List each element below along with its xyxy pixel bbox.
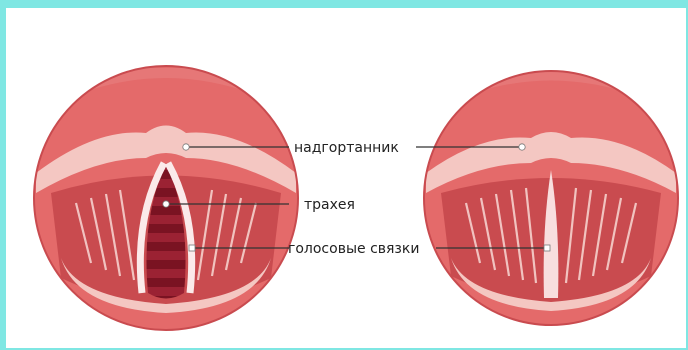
larynx-closed-view: [424, 68, 678, 325]
larynx-diagram: надгортанник трахея голосовые связки: [6, 8, 686, 348]
marker-vocal-cords-right: [544, 245, 550, 251]
label-trachea: трахея: [304, 197, 355, 213]
label-epiglottis: надгортанник: [294, 140, 399, 156]
diagram-frame: надгортанник трахея голосовые связки: [6, 8, 686, 348]
marker-trachea: [163, 201, 169, 207]
label-vocal-cords: голосовые связки: [288, 241, 419, 257]
marker-epiglottis-right: [519, 144, 525, 150]
marker-vocal-cords-left: [189, 245, 195, 251]
marker-epiglottis-left: [183, 144, 189, 150]
larynx-open-view: [34, 66, 298, 330]
